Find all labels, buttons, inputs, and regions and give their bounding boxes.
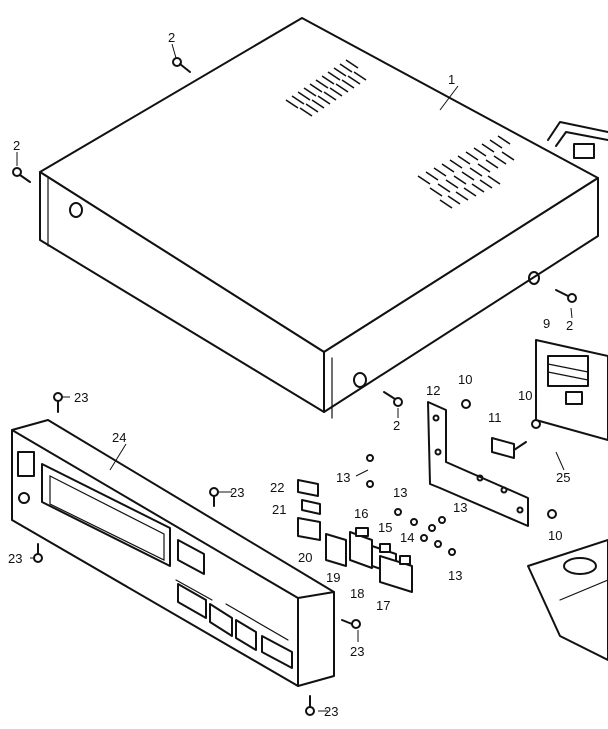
callout-21: 21 <box>272 502 286 517</box>
screws-part-2 <box>12 57 577 407</box>
callout-1: 1 <box>448 72 455 87</box>
button-caps <box>297 479 413 593</box>
callout-15: 15 <box>378 520 392 535</box>
callout-16: 16 <box>354 506 368 521</box>
clip-part-11 <box>491 437 527 459</box>
callout-11: 11 <box>488 410 502 425</box>
callout-24: 24 <box>112 430 126 445</box>
button-part-19 <box>325 533 347 567</box>
callout-10: 10 <box>548 528 562 543</box>
bracket-part-12 <box>427 401 529 527</box>
callout-labels: 1 2 2 2 2 9 10 10 10 11 12 13 13 13 13 1… <box>8 30 573 719</box>
callout-2: 2 <box>566 318 573 333</box>
callout-18: 18 <box>350 586 364 601</box>
screw <box>383 391 403 407</box>
screw <box>305 695 315 716</box>
chassis-bottom-corner <box>527 539 608 661</box>
callout-13: 13 <box>336 470 350 485</box>
callout-14: 14 <box>400 530 414 545</box>
callout-19: 19 <box>326 570 340 585</box>
screw <box>12 167 31 183</box>
vent-slots-front <box>417 135 515 209</box>
chassis-corner <box>547 121 608 159</box>
callout-23: 23 <box>324 704 338 719</box>
callout-22: 22 <box>270 480 284 495</box>
callout-10: 10 <box>518 388 532 403</box>
pcb-part-9 <box>535 339 608 441</box>
callout-13: 13 <box>393 485 407 500</box>
leader-lines <box>16 43 573 712</box>
callout-12: 12 <box>426 383 440 398</box>
small-screws-part-13 <box>366 454 456 556</box>
button-part-20 <box>297 517 321 541</box>
callout-2: 2 <box>168 30 175 45</box>
callout-2: 2 <box>393 418 400 433</box>
screw <box>172 57 191 73</box>
screw <box>341 619 361 629</box>
callout-2: 2 <box>13 138 20 153</box>
front-panel <box>11 419 335 687</box>
callout-9: 9 <box>543 316 550 331</box>
callout-25: 25 <box>556 470 570 485</box>
callout-23: 23 <box>74 390 88 405</box>
callout-20: 20 <box>298 550 312 565</box>
callout-10: 10 <box>458 372 472 387</box>
callout-23: 23 <box>8 551 22 566</box>
knob-part-21 <box>301 499 321 515</box>
button-part-18 <box>349 531 373 569</box>
screw <box>555 289 577 303</box>
screw <box>53 392 63 413</box>
callout-13: 13 <box>453 500 467 515</box>
callout-23: 23 <box>230 485 244 500</box>
screws-part-10 <box>461 399 557 519</box>
screws-part-23 <box>33 392 361 716</box>
callout-17: 17 <box>376 598 390 613</box>
top-cover <box>39 17 599 419</box>
screw <box>33 543 43 563</box>
knob-part-22 <box>297 479 319 497</box>
screw <box>209 487 219 507</box>
callout-23: 23 <box>350 644 364 659</box>
callout-13: 13 <box>448 568 462 583</box>
power-button <box>17 451 35 477</box>
vent-slots-rear <box>285 59 367 117</box>
